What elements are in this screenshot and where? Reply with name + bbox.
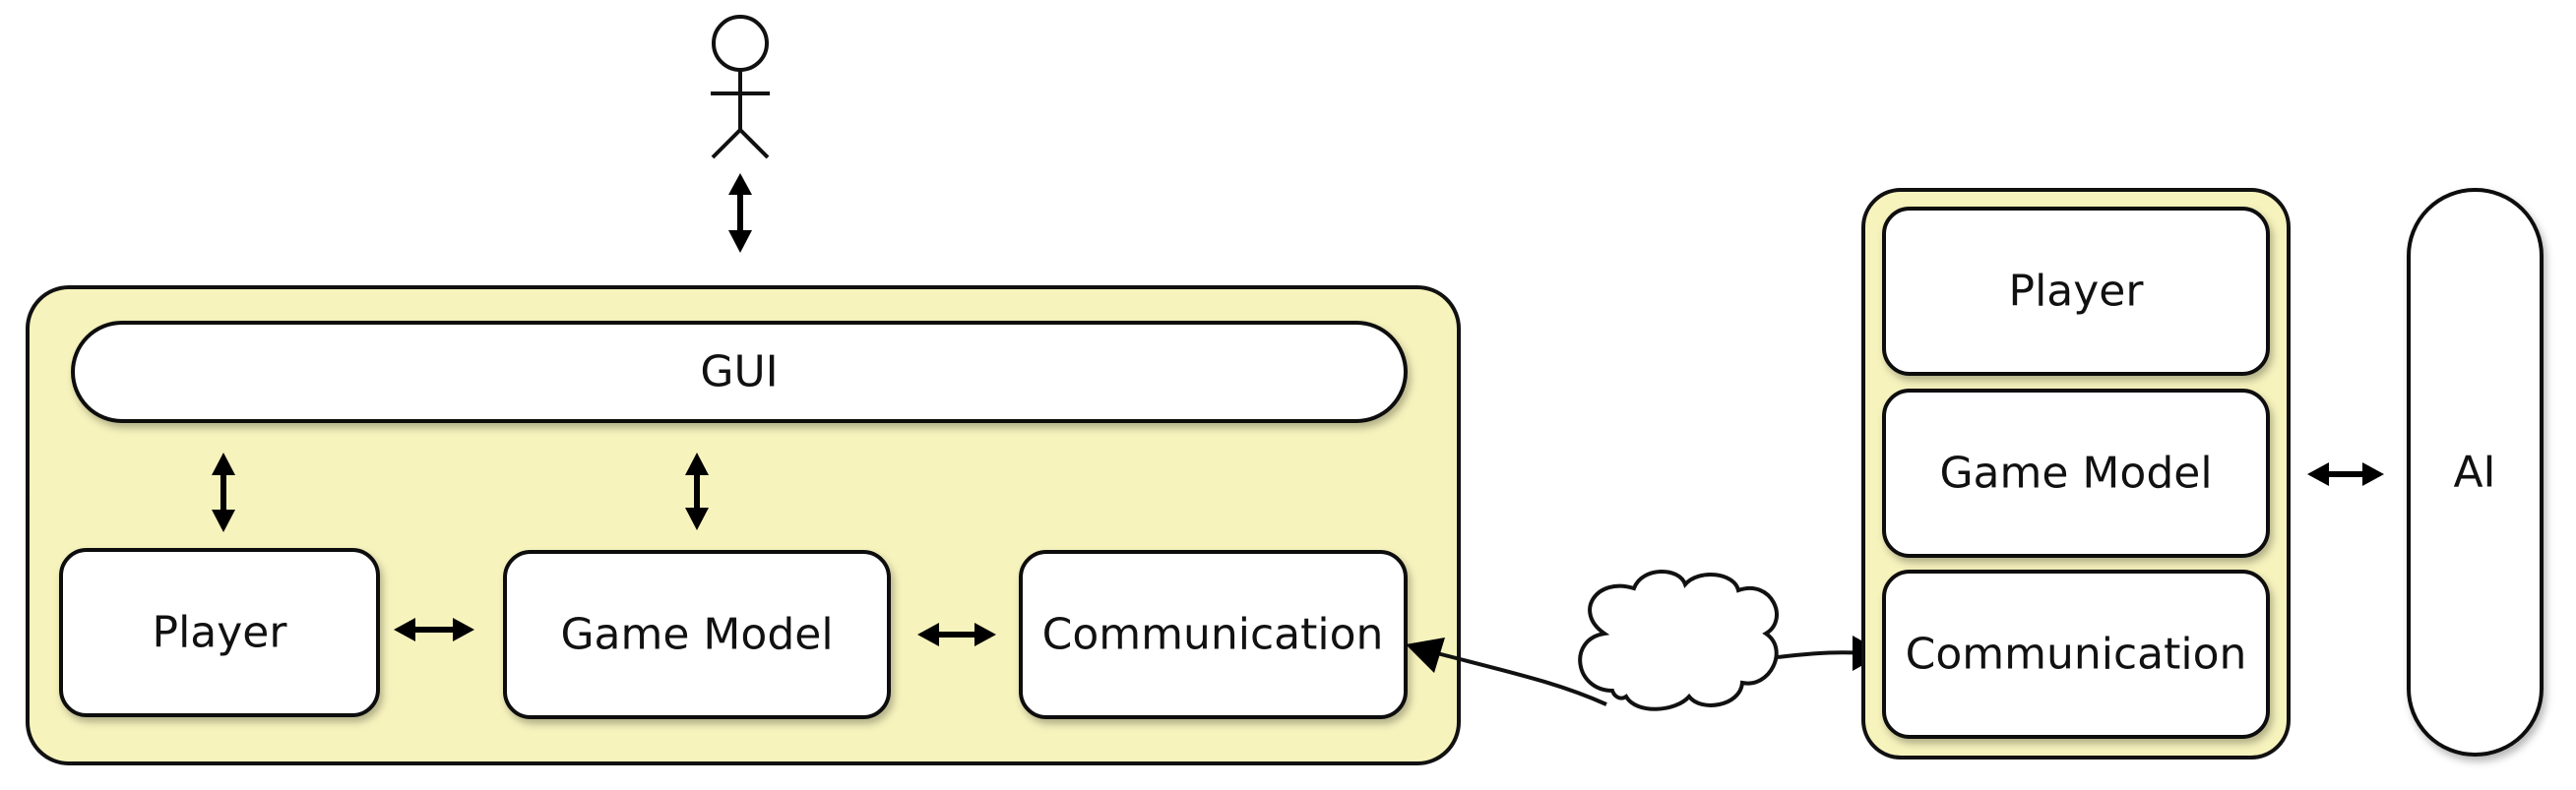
gui-label: GUI	[700, 347, 778, 397]
network-cloud-icon	[1578, 570, 1779, 711]
system-ai-arrow-icon	[2307, 462, 2384, 486]
right-game-model-box: Game Model	[1882, 389, 2270, 558]
ai-box: AI	[2407, 188, 2544, 757]
right-player-label: Player	[2009, 267, 2145, 317]
right-communication-box: Communication	[1882, 570, 2270, 739]
player-box: Player	[59, 548, 380, 717]
right-player-box: Player	[1882, 207, 2270, 376]
communication-label: Communication	[1042, 610, 1384, 660]
player-game-model-arrow-icon	[394, 618, 474, 641]
user-stick-figure-icon	[711, 15, 770, 159]
left-network-link-arrow-icon	[1406, 638, 1607, 706]
gui-player-arrow-icon	[212, 453, 235, 532]
game-model-communication-arrow-icon	[917, 623, 996, 646]
player-label: Player	[153, 608, 288, 658]
communication-box: Communication	[1019, 550, 1408, 719]
gui-box: GUI	[71, 321, 1408, 423]
user-gui-arrow-icon	[728, 173, 752, 253]
right-game-model-label: Game Model	[1939, 449, 2212, 499]
game-model-box: Game Model	[503, 550, 891, 719]
right-communication-label: Communication	[1906, 630, 2247, 680]
gui-game-model-arrow-icon	[685, 453, 709, 530]
game-model-label: Game Model	[560, 610, 833, 660]
ai-label: AI	[2453, 448, 2495, 498]
